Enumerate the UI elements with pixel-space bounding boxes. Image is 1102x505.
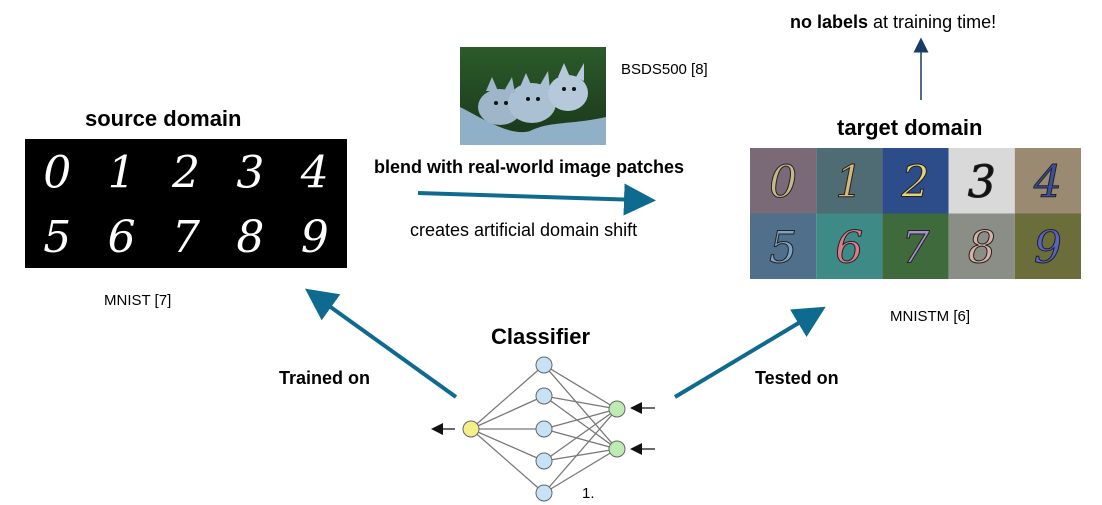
network-node-hidden	[535, 420, 553, 438]
network-node-hidden	[535, 387, 553, 405]
network-node-input	[608, 440, 626, 458]
mnist-digit: 5	[43, 212, 71, 263]
tested-on-label: Tested on	[755, 368, 839, 388]
mnistm-digit: 0	[769, 157, 797, 208]
mnistm-digit: 8	[968, 222, 996, 273]
mnistm-tile	[816, 148, 883, 214]
mnistm-tile	[948, 213, 1015, 279]
mnistm-digit: 1	[835, 157, 863, 208]
domain-shift-label: creates artificial domain shift	[410, 220, 638, 240]
bsds-caption: BSDS500 [8]	[621, 61, 708, 78]
trained-on-label: Trained on	[279, 368, 371, 388]
network-node-hidden	[535, 484, 553, 502]
mnist-digit: 4	[300, 147, 329, 198]
mnistm-digit: 4	[1033, 157, 1062, 208]
mnist-digit: 0	[43, 147, 71, 198]
network-node-hidden	[535, 356, 553, 374]
network-node-input	[608, 400, 626, 418]
mnistm-tile	[1014, 213, 1081, 279]
blend-label: blend with real-world image patches	[374, 157, 685, 177]
mnist-digit: 6	[108, 212, 136, 263]
mnistm-digit: 7	[902, 222, 930, 273]
mnistm-tile	[816, 213, 883, 279]
no-labels-bold: no labels	[790, 12, 869, 32]
tested-on-arrow	[673, 306, 826, 399]
mnist-digit: 3	[236, 147, 264, 198]
no-labels-note: no labels at training time!	[790, 12, 996, 33]
classifier-footnote: 1.	[582, 485, 595, 502]
mnist-digit: 7	[172, 212, 200, 263]
trained-on-arrow	[304, 288, 458, 399]
mnistm-caption: MNISTM [6]	[890, 308, 971, 325]
bsds-photo	[460, 47, 606, 145]
target-domain-title: target domain	[837, 115, 983, 140]
network-node-output	[462, 420, 480, 438]
mnistm-digit: 9	[1034, 222, 1062, 273]
mnistm-digit: 3	[968, 157, 996, 208]
mnist-digit: 1	[108, 147, 136, 198]
mnist-digit: 8	[236, 212, 264, 263]
mnistm-digit: 6	[835, 222, 863, 273]
mnistm-digit: 5	[769, 222, 797, 273]
network-node-hidden	[535, 452, 553, 470]
blend-arrow	[417, 183, 656, 216]
mnist-digit: 9	[301, 212, 329, 263]
classifier-title: Classifier	[491, 324, 591, 349]
no-labels-rest: at training time!	[868, 12, 997, 32]
mnistm-tile	[948, 148, 1015, 214]
mnistm-tile	[882, 148, 949, 214]
source-domain-title: source domain	[85, 106, 242, 131]
mnistm-tile	[882, 213, 949, 279]
mnistm-tile	[750, 148, 817, 214]
network-edges	[470, 364, 618, 494]
mnistm-tile	[750, 213, 817, 279]
mnist-caption: MNIST [7]	[104, 292, 172, 309]
mnist-digit: 2	[171, 147, 200, 198]
mnistm-digit: 2	[901, 157, 930, 208]
mnistm-tile	[1014, 148, 1081, 214]
